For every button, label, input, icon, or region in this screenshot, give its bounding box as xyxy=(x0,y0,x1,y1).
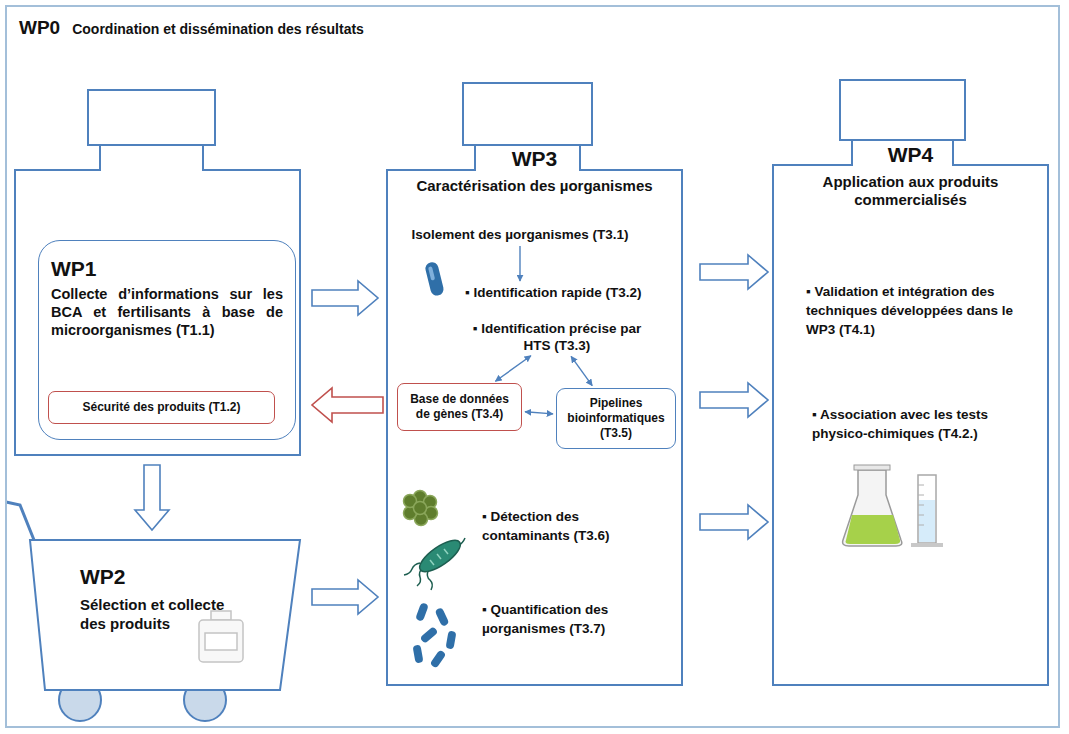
task-text: Isolement des µorganismes (T3.1) xyxy=(400,226,640,243)
package-description: Sélection et collecte des produits xyxy=(80,595,245,633)
block-arrow xyxy=(135,465,169,530)
thin-arrow xyxy=(519,246,520,281)
block-arrow xyxy=(700,505,768,539)
work-package-box: WP1Collecte d’informations sur les BCA e… xyxy=(38,240,296,440)
package-description: Caractérisation des µorganismes xyxy=(395,177,675,195)
package-title: WP0 xyxy=(19,17,60,39)
bottle-outline xyxy=(387,83,682,685)
bacteria-cluster-icon xyxy=(412,602,456,668)
package-title: WP1 xyxy=(51,256,283,281)
flask-icon xyxy=(843,465,902,546)
task-item: ▪ Détection des contaminants (T3.6) xyxy=(482,507,654,545)
cylinder-icon xyxy=(911,475,943,547)
package-description: Collecte d’informations sur les BCA et f… xyxy=(51,285,283,339)
task-text: ▪ Identification rapide (T3.2) xyxy=(465,284,677,301)
task-item: ▪ Validation et intégration des techniqu… xyxy=(806,282,1036,339)
flagellated-bacterium-icon xyxy=(404,535,465,590)
task-text: Sécurité des produits (T1.2) xyxy=(53,400,270,415)
product-bottle-icon xyxy=(199,611,243,662)
cart-outline xyxy=(6,502,300,721)
package-subtitle: Coordination et dissémination des résult… xyxy=(72,18,364,40)
block-arrow xyxy=(312,281,378,315)
package-title: WP2 xyxy=(80,564,300,589)
task-box: Pipelines bioinformatiques (T3.5) xyxy=(556,388,676,449)
block-arrow xyxy=(700,255,768,289)
contaminant-cluster-icon xyxy=(404,491,438,526)
task-box: Base de données de gènes (T3.4) xyxy=(397,383,522,431)
task-box: Sécurité des produits (T1.2) xyxy=(48,391,275,424)
package-title: WP3 xyxy=(387,146,682,171)
cart-box: WP2Sélection et collecte des produits xyxy=(30,540,300,690)
block-arrow xyxy=(312,580,378,614)
bacterium-icon xyxy=(424,261,445,297)
thin-arrow xyxy=(525,412,553,414)
block-arrow xyxy=(312,388,383,422)
thin-arrow xyxy=(571,356,592,385)
task-text: ▪ Identification précise par HTS (T3.3) xyxy=(462,320,652,354)
block-arrow xyxy=(700,383,768,417)
task-item: ▪ Association avec les tests physico-chi… xyxy=(812,405,1034,443)
bottle-outline xyxy=(15,90,300,455)
task-item: Isolement des µorganismes (T3.1) xyxy=(400,226,640,243)
package-title: WP4 xyxy=(773,142,1048,167)
thin-arrow xyxy=(495,356,531,382)
package-description: Application aux produits commercialisés xyxy=(796,173,1026,209)
task-text: Base de données de gènes (T3.4) xyxy=(402,392,517,422)
task-text: Pipelines bioinformatiques (T3.5) xyxy=(561,396,671,441)
bottle-outline xyxy=(773,80,1048,685)
task-item: ▪ Identification précise par HTS (T3.3) xyxy=(462,320,652,354)
task-item: ▪ Identification rapide (T3.2) xyxy=(465,284,677,301)
task-item: ▪ Quantification des µorganismes (T3.7) xyxy=(482,600,654,638)
work-package-frame: WP0 Coordination et dissémination des rés… xyxy=(5,5,1060,728)
